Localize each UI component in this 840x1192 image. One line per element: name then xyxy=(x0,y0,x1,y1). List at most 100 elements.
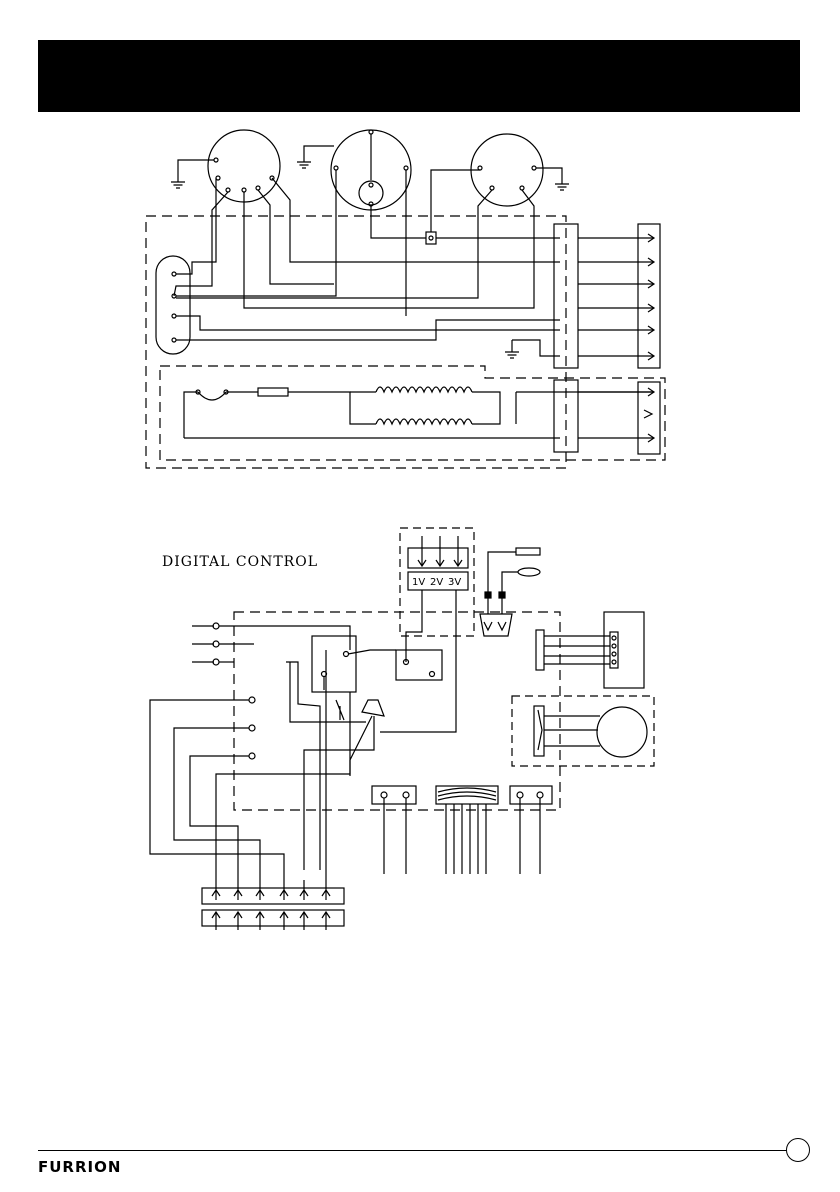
ground-wire xyxy=(536,168,562,184)
wire xyxy=(512,340,560,356)
motor-terminal xyxy=(532,166,536,170)
fuse xyxy=(258,388,288,396)
wire xyxy=(380,590,456,732)
wire xyxy=(174,192,228,296)
terminal xyxy=(381,792,387,798)
relay-terminal xyxy=(430,672,435,677)
wire xyxy=(219,626,350,650)
wire xyxy=(258,190,334,284)
wire xyxy=(176,190,492,298)
compressor-terminal xyxy=(334,166,338,170)
speed-label-1: 1V xyxy=(412,577,425,588)
pin xyxy=(612,652,616,656)
terminal xyxy=(249,725,255,731)
heater-coil-lower xyxy=(376,419,472,424)
wire xyxy=(174,728,260,880)
terminal xyxy=(249,753,255,759)
motor-left xyxy=(208,130,280,202)
motor-terminal xyxy=(520,186,524,190)
sensor-plug xyxy=(485,592,491,598)
wire xyxy=(244,192,406,308)
wire xyxy=(406,190,534,308)
temperature-sensor xyxy=(516,548,540,555)
sensor-wire xyxy=(502,572,518,592)
wire xyxy=(544,636,610,664)
ground-symbol xyxy=(555,184,569,190)
wire xyxy=(150,700,284,880)
wire xyxy=(371,206,426,238)
compressor-terminal xyxy=(369,130,373,134)
control-board-boundary xyxy=(234,612,560,810)
digital-control-diagram: DIGITAL CONTROL 1V 2V 3V xyxy=(150,528,654,930)
heater-coil-upper xyxy=(376,387,472,392)
ground-wire xyxy=(304,146,334,162)
arrow xyxy=(436,536,444,566)
wire xyxy=(272,178,560,262)
display-panel-pins xyxy=(610,632,618,668)
wire xyxy=(304,716,374,870)
top-wiring-diagram xyxy=(146,130,665,468)
motor-terminal xyxy=(242,188,246,192)
terminal xyxy=(537,792,543,798)
pin xyxy=(612,636,616,640)
bottom-connector-right xyxy=(510,786,552,804)
terminal xyxy=(403,792,409,798)
capacitor-terminal xyxy=(429,236,433,240)
motor-right xyxy=(471,134,543,206)
wire xyxy=(288,392,376,424)
wire xyxy=(406,590,422,662)
sensor-connector xyxy=(480,614,512,636)
wire xyxy=(176,178,216,274)
switch-terminal xyxy=(172,338,176,342)
ground-symbol xyxy=(171,182,185,188)
wire xyxy=(184,392,198,438)
motor-terminal xyxy=(490,186,494,190)
arrow-lines xyxy=(578,234,654,442)
relay-secondary xyxy=(396,650,442,680)
wire xyxy=(544,716,600,746)
motor-terminal xyxy=(256,186,260,190)
wire xyxy=(216,774,236,880)
digital-control-label: DIGITAL CONTROL xyxy=(162,554,318,570)
connector-contact xyxy=(538,710,542,750)
terminal xyxy=(249,697,255,703)
switch-terminal xyxy=(172,314,176,318)
humidity-sensor xyxy=(518,568,540,576)
footer-rule xyxy=(38,1150,798,1151)
fan-motor xyxy=(597,707,647,757)
connector-ribbon xyxy=(438,788,496,800)
relay-terminal xyxy=(344,652,349,657)
wire xyxy=(348,650,396,654)
wire xyxy=(286,662,320,870)
output-plug-upper xyxy=(638,224,660,368)
pin xyxy=(612,644,616,648)
fan-motor-boundary xyxy=(512,696,654,766)
output-plug-lower xyxy=(638,382,660,454)
wire xyxy=(336,700,344,720)
ground-symbol xyxy=(505,352,519,358)
compressor-terminal xyxy=(404,166,408,170)
page-number-badge xyxy=(786,1138,810,1162)
arrow xyxy=(418,536,426,566)
ground-symbol xyxy=(297,162,311,168)
capacitor xyxy=(426,232,436,244)
inner-dashed-boundary xyxy=(160,366,665,460)
arrow xyxy=(454,536,462,566)
selector-switch xyxy=(156,256,190,354)
compressor-terminal xyxy=(369,183,373,187)
bottom-connector-multi xyxy=(436,786,498,804)
motor-terminal xyxy=(226,188,230,192)
switch-terminal xyxy=(172,272,176,276)
display-connector xyxy=(536,630,544,670)
connector-pins xyxy=(484,622,506,630)
terminal xyxy=(517,792,523,798)
speed-label-2: 2V xyxy=(430,577,443,588)
compressor-overload xyxy=(359,181,383,205)
wire xyxy=(472,392,500,424)
pin xyxy=(612,660,616,664)
thermostat xyxy=(362,700,384,716)
wire xyxy=(176,316,560,330)
motor-terminal xyxy=(214,158,218,162)
thermal-cutout xyxy=(198,392,226,400)
